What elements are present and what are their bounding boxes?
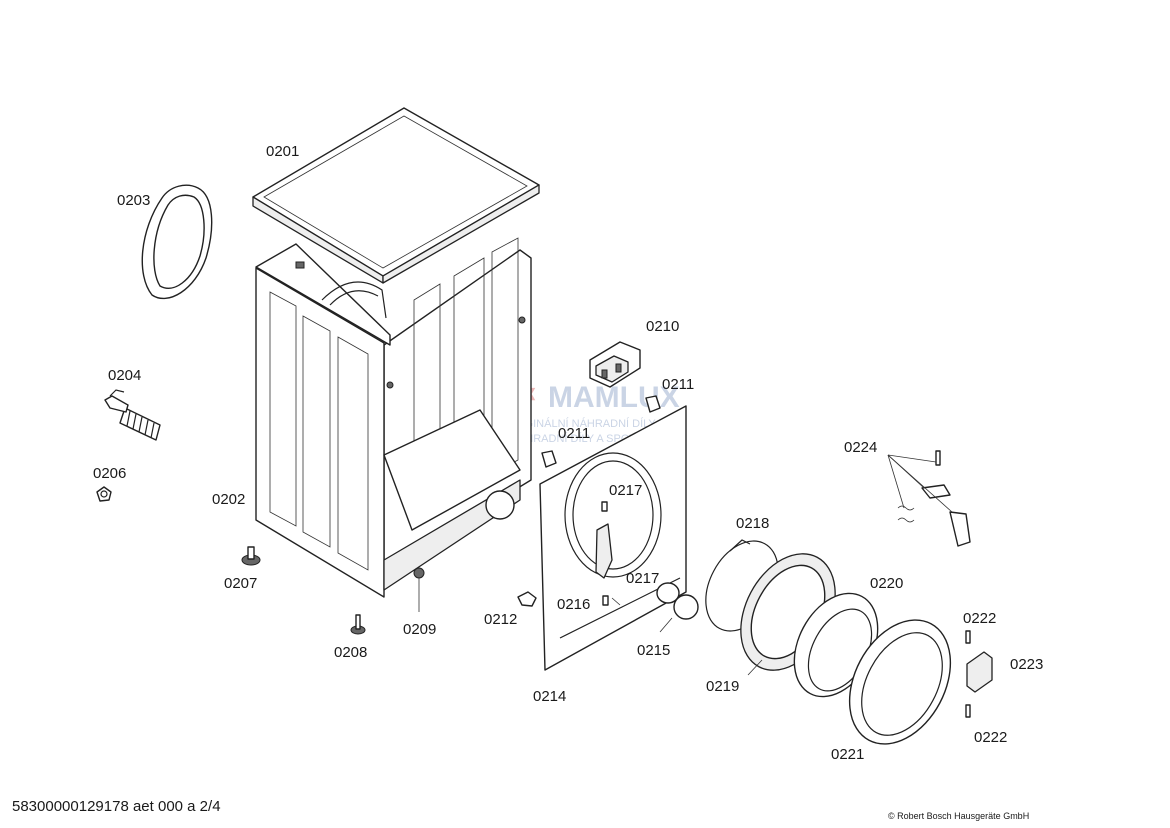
part-0209 (413, 567, 425, 612)
part-0217-b (602, 595, 609, 606)
label-0219: 0219 (706, 678, 739, 695)
label-0215: 0215 (637, 642, 670, 659)
watermark-line-1: ORIGINÁLNÍ NÁHRADNÍ DÍLY (505, 417, 656, 430)
watermark-brand: MAMLUX (548, 381, 680, 414)
part-0224-group (897, 450, 971, 547)
part-0217-a (601, 501, 608, 512)
label-0222-b: 0222 (974, 729, 1007, 746)
label-0207: 0207 (224, 575, 257, 592)
label-0211-b: 0211 (558, 425, 590, 442)
part-0211-a (645, 395, 661, 413)
part-0210-door-lock (589, 341, 641, 388)
part-0223-hinge (966, 651, 993, 693)
part-0211-b (541, 450, 557, 468)
part-0222-b (965, 704, 971, 718)
label-0202: 0202 (212, 491, 245, 508)
label-0216: 0216 (557, 596, 590, 613)
label-0217-b: 0217 (626, 570, 659, 587)
label-0201: 0201 (266, 143, 299, 160)
label-0220: 0220 (870, 575, 903, 592)
label-0209: 0209 (403, 621, 436, 638)
leader-lines (611, 454, 953, 676)
part-top-cover (252, 107, 540, 284)
label-0212: 0212 (484, 611, 517, 628)
document-id: 58300000129178 aet 000 a 2/4 (12, 798, 221, 815)
label-0224: 0224 (844, 439, 877, 456)
copyright-notice: © Robert Bosch Hausgeräte GmbH (888, 811, 1029, 821)
part-0207-foot (241, 546, 261, 566)
part-0214-front-panel (539, 405, 699, 671)
label-0214: 0214 (533, 688, 566, 705)
part-0206 (96, 486, 112, 502)
part-0222-a (965, 630, 971, 644)
label-0210: 0210 (646, 318, 679, 335)
part-cabinet (255, 237, 532, 598)
label-0206: 0206 (93, 465, 126, 482)
label-0218: 0218 (736, 515, 769, 532)
label-0223: 0223 (1010, 656, 1043, 673)
part-0212 (517, 591, 537, 607)
part-seal-0203 (141, 184, 213, 300)
label-0211-a: 0211 (662, 376, 694, 393)
label-0204: 0204 (108, 367, 141, 384)
label-0221: 0221 (831, 746, 864, 763)
label-0208: 0208 (334, 644, 367, 661)
label-0203: 0203 (117, 192, 150, 209)
label-0217-a: 0217 (609, 482, 642, 499)
label-0222-a: 0222 (963, 610, 996, 627)
part-0208-screw (350, 614, 366, 635)
part-labels: 0201 0202 0203 0204 0206 0207 0208 0209 … (93, 143, 1043, 763)
part-0204 (104, 389, 161, 441)
part-0221-door-ring (848, 619, 952, 745)
